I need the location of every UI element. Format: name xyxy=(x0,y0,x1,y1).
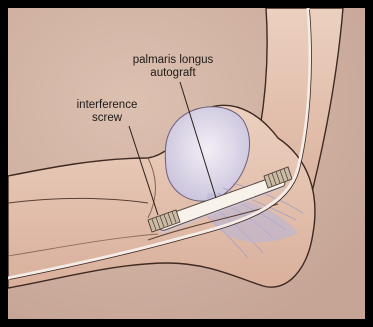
palmaris-longus-label-line2: autograft xyxy=(113,67,233,80)
interference-screw-label-line2: screw xyxy=(62,112,152,125)
elbow-illustration: palmaris longus autograft interference s… xyxy=(8,8,365,319)
palmaris-longus-label-line1: palmaris longus xyxy=(113,54,233,67)
palmaris-longus-label: palmaris longus autograft xyxy=(113,54,233,80)
interference-screw-label: interference screw xyxy=(62,99,152,125)
interference-screw-label-line1: interference xyxy=(62,99,152,112)
